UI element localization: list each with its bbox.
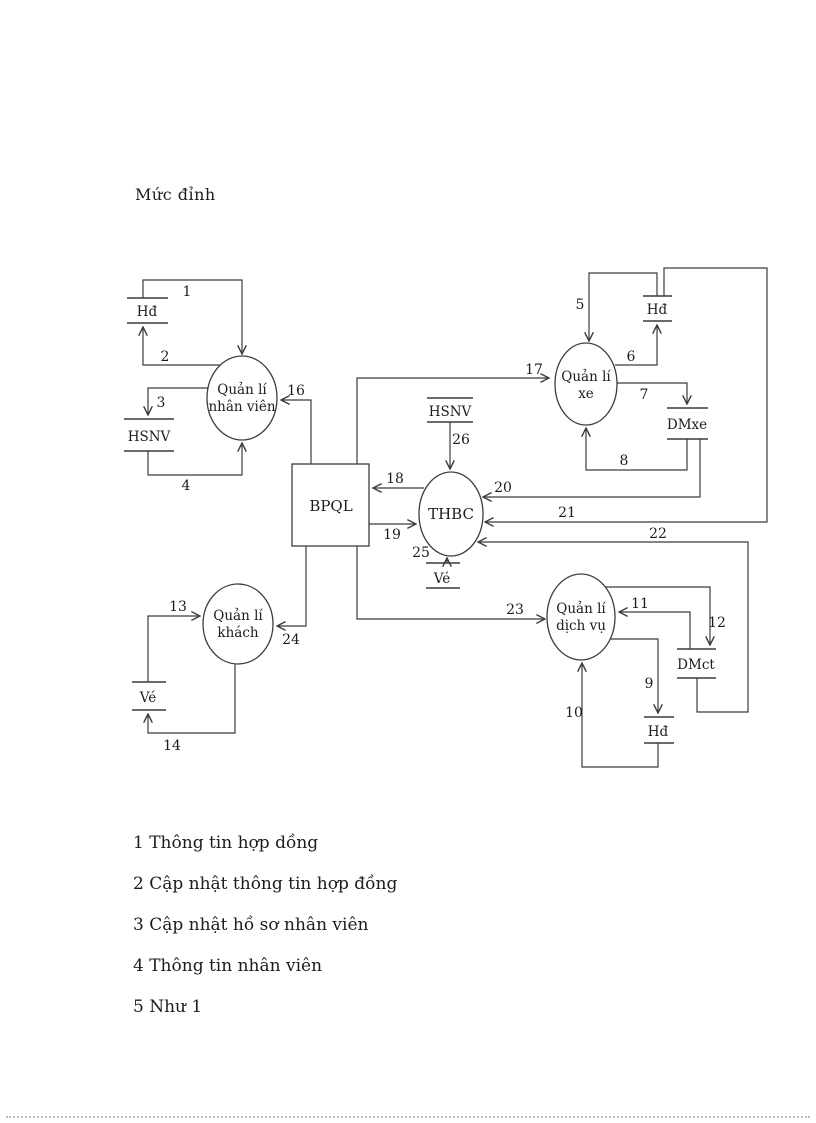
- flow-10-line: [582, 663, 659, 768]
- store-dmct: DMct: [677, 648, 716, 679]
- process-label-line1: Quản lí: [561, 369, 611, 385]
- flow-21-line: [485, 267, 768, 522]
- flow-2-label: 2: [161, 349, 170, 365]
- page-bottom-dotted-border: [6, 1116, 810, 1118]
- flow-12-label: 12: [708, 615, 726, 631]
- flow-9-line: [607, 638, 658, 713]
- store-label: Vé: [139, 690, 157, 706]
- store-label: Hđ: [647, 302, 668, 318]
- store-label: Hđ: [137, 304, 158, 320]
- flow-4-line: [147, 443, 242, 476]
- store-label: DMxe: [667, 417, 707, 433]
- flow-17-line: [356, 378, 549, 464]
- process-label-line2: nhân viên: [208, 399, 275, 415]
- flow-7-label: 7: [640, 387, 649, 403]
- store-label: HSNV: [429, 404, 472, 420]
- process-label-line1: Quản lí: [213, 608, 263, 624]
- flow-10-label: 10: [565, 705, 583, 721]
- flow-13-line: [147, 616, 200, 682]
- flow-13-label: 13: [169, 599, 187, 615]
- flow-22-label: 22: [649, 526, 667, 542]
- flow-5-label: 5: [576, 297, 585, 313]
- flow-17-label: 17: [525, 362, 543, 378]
- flow-22-line: [478, 542, 749, 713]
- store-label: DMct: [677, 657, 715, 673]
- flow-6-line: [615, 325, 657, 366]
- store-ve-center: Vé: [426, 562, 460, 589]
- flow-legend: 1 Thông tin hợp dồng 2 Cập nhật thông ti…: [133, 832, 397, 1037]
- store-label: HSNV: [128, 429, 171, 445]
- flow-23-line: [356, 546, 545, 619]
- external-entity-bpql: BPQL: [291, 463, 370, 547]
- process-label-line2: khách: [217, 625, 258, 641]
- process-quan-li-dich-vu: Quản lí dịch vụ: [546, 573, 616, 661]
- flow-26-label: 26: [452, 432, 470, 448]
- process-quan-li-xe: Quản lí xe: [554, 342, 618, 426]
- process-thbc: THBC: [418, 471, 484, 557]
- flow-18-label: 18: [386, 471, 404, 487]
- flow-24-line: [277, 546, 307, 626]
- process-label-line1: Quản lí: [556, 601, 606, 617]
- flow-20-line: [483, 439, 701, 497]
- flow-20-label: 20: [494, 480, 512, 496]
- store-label: Hđ: [648, 724, 669, 740]
- legend-item-5: 5 Như 1: [133, 997, 203, 1017]
- flow-3-line: [148, 387, 208, 415]
- store-label: Vé: [433, 571, 451, 587]
- flow-7-line: [616, 382, 687, 404]
- flow-11-label: 11: [631, 596, 649, 612]
- flow-11-line: [619, 612, 691, 649]
- store-hd-top-left: Hđ: [127, 297, 168, 324]
- process-quan-li-khach: Quản lí khách: [202, 583, 274, 665]
- process-quan-li-nhan-vien: Quản lí nhân viên: [206, 355, 278, 441]
- flow-6-label: 6: [627, 349, 636, 365]
- flow-1-label: 1: [183, 284, 192, 300]
- flow-24-label: 24: [282, 632, 300, 648]
- flow-19-label: 19: [383, 527, 401, 543]
- process-label-line2: dịch vụ: [556, 618, 606, 634]
- store-ve-left: Vé: [132, 681, 166, 711]
- process-label-line1: Quản lí: [217, 382, 267, 398]
- legend-item-4: 4 Thông tin nhân viên: [133, 956, 323, 976]
- flow-4-label: 4: [182, 478, 191, 494]
- external-entity-label: BPQL: [309, 497, 352, 515]
- flow-8-line: [586, 428, 688, 471]
- flow-21-label: 21: [558, 505, 576, 521]
- flow-16-line: [281, 400, 312, 464]
- flow-number-labels: 1 2 3 4 5 6 7 8 9 10 11 12 13 14 16 17 1…: [157, 284, 726, 754]
- store-hsnv-center: HSNV: [427, 397, 473, 423]
- flow-1-line: [142, 279, 242, 354]
- process-label-line1: THBC: [428, 505, 474, 523]
- store-hd-top-right: Hđ: [643, 295, 672, 322]
- page-title: Mức đỉnh: [135, 185, 216, 204]
- flow-5-line: [589, 272, 658, 341]
- store-hd-bottom-right: Hđ: [644, 716, 674, 744]
- legend-item-3: 3 Cập nhật hồ sơ nhân viên: [133, 915, 369, 935]
- flow-14-line: [148, 664, 236, 734]
- flow-9-label: 9: [645, 676, 654, 692]
- flow-23-label: 23: [506, 602, 524, 618]
- flow-lines: [142, 267, 768, 768]
- process-label-line2: xe: [578, 386, 594, 402]
- flow-14-label: 14: [163, 738, 181, 754]
- flow-25-label: 25: [412, 545, 430, 561]
- flow-3-label: 3: [157, 395, 166, 411]
- flow-16-label: 16: [287, 383, 305, 399]
- legend-item-2: 2 Cập nhật thông tin hợp đồng: [133, 874, 398, 894]
- store-hsnv-left: HSNV: [124, 418, 174, 452]
- legend-item-1: 1 Thông tin hợp dồng: [133, 833, 319, 853]
- flow-12-line: [605, 586, 710, 645]
- dfd-diagram: Hđ HSNV Vé HSNV Vé Hđ: [124, 267, 768, 768]
- flow-8-label: 8: [620, 453, 629, 469]
- store-dmxe: DMxe: [667, 407, 708, 440]
- flow-2-line: [143, 327, 220, 366]
